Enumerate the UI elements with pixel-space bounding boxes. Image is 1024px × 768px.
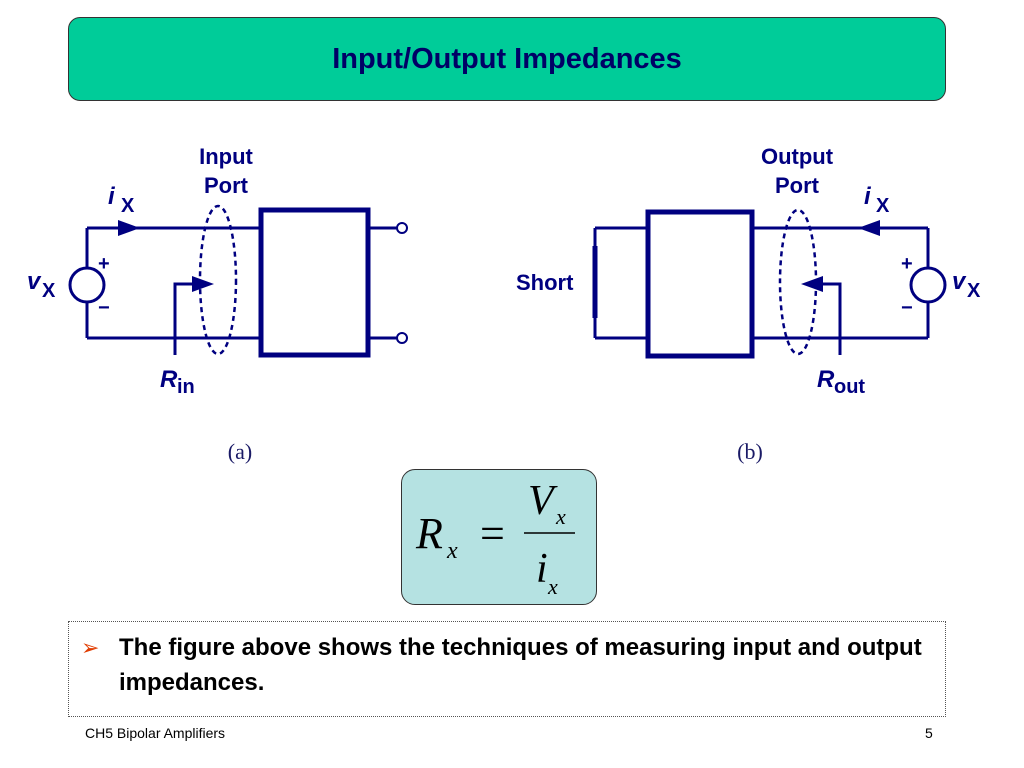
output-port-label-line2: Port: [775, 173, 820, 198]
equation-den-var: i: [536, 546, 548, 592]
current-arrow-a: [118, 220, 140, 236]
amplifier-block-a: [258, 207, 371, 358]
circuit-diagrams: Input Port i X v X + − R in (a) Outp: [27, 144, 981, 464]
voltage-source-a: [68, 266, 106, 304]
rin-label-var: R: [160, 366, 178, 393]
voltage-label-a-var: v: [27, 268, 42, 295]
bullet-arrow-icon: ➢: [81, 636, 100, 661]
input-port-label-line1: Input: [199, 144, 253, 169]
output-terminal-a-bottom: [396, 332, 408, 344]
plus-sign-a: +: [98, 253, 110, 275]
minus-sign-a: −: [98, 297, 110, 319]
circuit-b: Output Port Short i X v X + − R out (b): [516, 144, 981, 464]
current-label-b-sub: X: [876, 195, 890, 217]
rin-pointer: [173, 282, 200, 355]
rout-pointer-arrowhead: [801, 276, 823, 292]
equation-num-var: V: [528, 478, 558, 524]
voltage-label-a-sub: X: [42, 280, 56, 302]
page-number: 5: [925, 725, 933, 741]
rin-pointer-arrowhead: [192, 276, 214, 292]
slide-title: Input/Output Impedances: [332, 42, 682, 75]
output-port-label-line1: Output: [761, 144, 834, 169]
bullet-text: The figure above shows the techniques of…: [119, 634, 922, 696]
amplifier-block-b: [645, 209, 755, 359]
voltage-label-b-var: v: [952, 268, 967, 295]
voltage-label-b-sub: X: [967, 280, 981, 302]
rin-label-sub: in: [177, 376, 195, 398]
current-label-a-var: i: [108, 183, 116, 210]
rout-pointer: [815, 282, 842, 355]
rout-label-var: R: [817, 366, 835, 393]
input-port-label-line2: Port: [204, 173, 249, 198]
equation: R x = V x i x: [415, 478, 575, 599]
plus-sign-b: +: [901, 253, 913, 275]
title-banner: Input/Output Impedances: [68, 17, 946, 101]
caption-a: (a): [228, 439, 252, 464]
caption-b: (b): [737, 439, 763, 464]
voltage-source-b: [909, 266, 947, 304]
minus-sign-b: −: [901, 297, 913, 319]
equation-equals: =: [480, 509, 505, 558]
current-label-a-sub: X: [121, 195, 135, 217]
equation-lhs-sub: x: [446, 538, 458, 564]
output-terminal-a-top: [396, 222, 408, 234]
equation-lhs-var: R: [415, 509, 443, 558]
equation-box: R x = V x i x: [401, 469, 597, 605]
short-label: Short: [516, 270, 574, 295]
equation-den-sub: x: [547, 574, 558, 599]
rout-label-sub: out: [834, 376, 865, 398]
current-label-b-var: i: [864, 183, 872, 210]
bullet-box: ➢ The figure above shows the techniques …: [68, 621, 946, 717]
circuit-a: Input Port i X v X + − R in (a): [27, 144, 408, 464]
current-arrow-b: [858, 220, 880, 236]
equation-num-sub: x: [555, 504, 566, 529]
footer-chapter: CH5 Bipolar Amplifiers: [85, 725, 226, 741]
